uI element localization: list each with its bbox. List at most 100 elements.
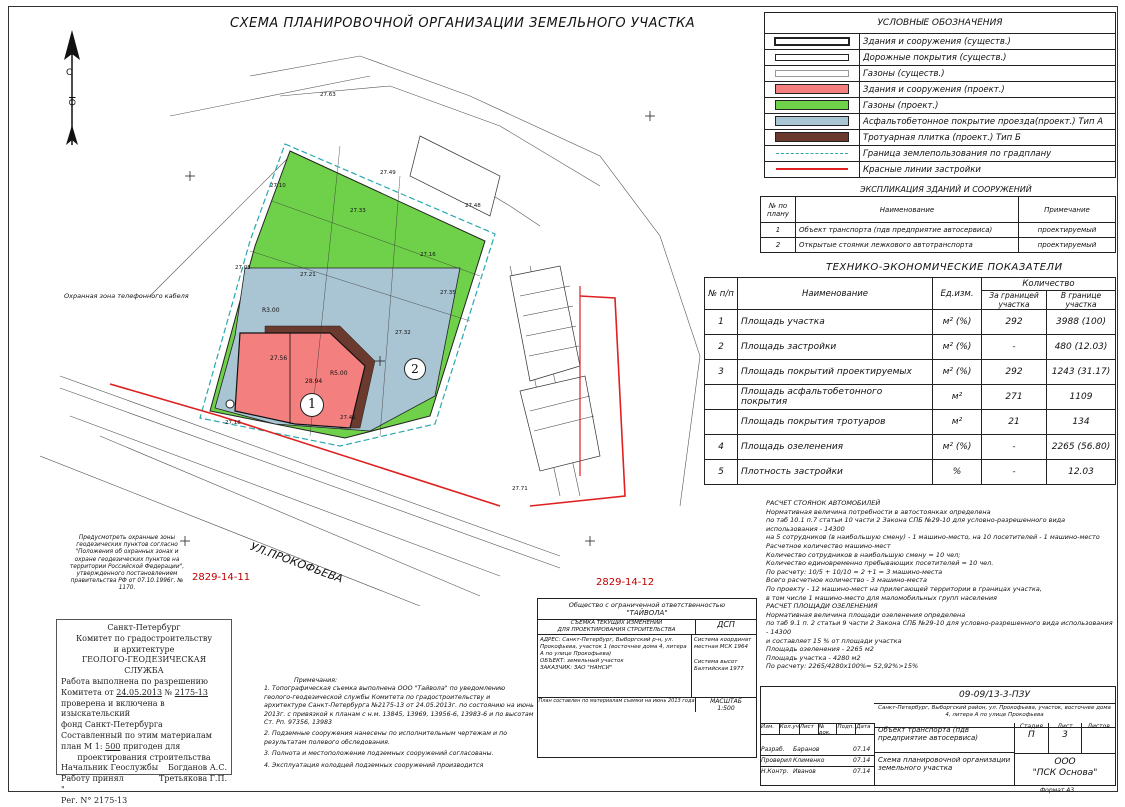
stamp-line: ГЕОЛОГО-ГЕОДЕЗИЧЕСКАЯ СЛУЖБА xyxy=(81,655,207,676)
tep-header-outside: За границей участка xyxy=(981,290,1047,310)
expl-header-name: Наименование xyxy=(795,196,1019,223)
expl-name: Открытые стоянки лежкового автотранспорт… xyxy=(795,237,1019,253)
site-plan xyxy=(40,55,701,606)
legend-row: Газоны (проект.) xyxy=(764,97,1116,114)
stamp-line: Составленный по этим материалам xyxy=(61,730,212,740)
legend-label: Граница землепользования по градплану xyxy=(859,145,1116,162)
elevation-mark: 27.49 xyxy=(380,170,396,176)
north-letter: С xyxy=(66,68,73,78)
tep-title: ТЕХНИКО-ЭКОНОМИЧЕСКИЕ ПОКАЗАТЕЛИ xyxy=(826,262,1063,273)
legend-row: Здания и сооружения (проект.) xyxy=(764,81,1116,98)
tep-header-num: № п/п xyxy=(704,277,738,310)
note-item: 1. Топографическая съемка выполнена ООО … xyxy=(264,685,534,727)
sheet-left-label: 2829-14-11 xyxy=(192,572,251,583)
calc-line: Расчетное количество машино-мест xyxy=(766,541,891,550)
stamp-line: проверена и включена в изыскательский xyxy=(61,698,165,719)
legend-row: Красные линии застройки xyxy=(764,161,1116,178)
calc-line: по таб 9.1 п. 2 статьи 9 части 2 Закона … xyxy=(766,619,1113,636)
expl-note: проектируемый xyxy=(1018,222,1116,238)
stamp-line: " xyxy=(61,784,65,794)
legend-label: Здания и сооружения (проект.) xyxy=(859,81,1116,98)
stamp-line: Санкт-Петербург xyxy=(107,623,181,632)
notes: Примечания: 1. Топографическая съемка вы… xyxy=(264,677,534,770)
company-form: ООО xyxy=(1054,757,1076,767)
project-code: 09-09/13-3-ПЗУ xyxy=(874,687,1115,704)
stamp-line: Комитет по градостроительству xyxy=(75,633,213,643)
stamp-line: фонд Санкт-Петербурга xyxy=(61,720,163,730)
sheet-format: Формат А3 xyxy=(1040,787,1075,794)
elevation-mark: 27.33 xyxy=(350,208,366,214)
note-item: 2. Подземные сооружения нанесены по испо… xyxy=(264,730,508,746)
calc-line: и составляет 15 % от площади участка xyxy=(766,636,902,645)
tep-header-qty: Количество xyxy=(981,277,1116,291)
expl-header-num: № по плану xyxy=(760,196,796,223)
tep-header-name: Наименование xyxy=(737,277,933,310)
expl-note: проектируемый xyxy=(1018,237,1116,253)
road-existing-swatch xyxy=(775,53,849,61)
elevation-mark: 27.21 xyxy=(300,272,316,278)
expl-header-note: Примечание xyxy=(1018,196,1116,223)
calc-line: По проекту - 12 машино-мест на прилегающ… xyxy=(766,584,1042,593)
elevation-mark: 27.35 xyxy=(440,290,456,296)
stamp-line: и архитектуре xyxy=(113,644,175,654)
paving-swatch xyxy=(775,132,849,143)
legend-row: Газоны (существ.) xyxy=(764,65,1116,82)
legend-row: Здания и сооружения (существ.) xyxy=(764,33,1116,50)
red-line-swatch xyxy=(776,168,848,170)
marker-1: 1 xyxy=(300,393,324,417)
elevation-mark: 27.48 xyxy=(465,203,481,209)
survey-object: ОБЪЕКТ: земельный участок xyxy=(540,658,624,664)
legend-label: Дорожные покрытия (существ.) xyxy=(859,49,1116,66)
calc-line: Площадь участка - 4280 м2 xyxy=(766,653,861,662)
calc-line: в том числе 1 машино-место для маломобил… xyxy=(766,593,997,602)
legend-title: УСЛОВНЫЕ ОБОЗНАЧЕНИЯ xyxy=(764,12,1116,34)
dim-2: 28.94 xyxy=(305,378,323,385)
explication-table: № по плану Наименование Примечание 1 Объ… xyxy=(760,196,1116,253)
legend-row: Асфальтобетонное покрытие проезда(проект… xyxy=(764,113,1116,130)
legend-label: Асфальтобетонное покрытие проезда(проект… xyxy=(859,113,1116,130)
calc-line: Площадь озеленения - 2265 м2 xyxy=(766,645,874,654)
survey-org: Общество с ограниченной ответственностью xyxy=(568,601,726,609)
scheme-title: СХЕМА ПЛАНИРОВОЧНОЙ ОРГАНИЗАЦИИ ЗЕМЕЛЬНО… xyxy=(230,16,696,31)
calc-line: Количество единовременно пребывающих пос… xyxy=(766,559,994,568)
survey-address: АДРЕС: Санкт-Петербург, Выборгский р-н, … xyxy=(540,637,687,657)
legend-label: Красные линии застройки xyxy=(859,161,1116,178)
building-project-swatch xyxy=(775,84,849,95)
parking-calc-title: РАСЧЕТ СТОЯНОК АВТОМОБИЛЕЙ xyxy=(766,499,881,507)
elevation-mark: 27.18 xyxy=(225,420,241,426)
cable-zone-label: Охранная зона телефонного кабеля xyxy=(64,292,189,300)
geodesy-stamp: Санкт-Петербург Комитет по градостроител… xyxy=(56,619,232,805)
table-row: 2 Открытые стоянки лежкового автотранспо… xyxy=(760,237,1116,253)
lawn-project-swatch xyxy=(775,100,849,111)
dim-3: R3.00 xyxy=(262,307,280,314)
legend-row: Тротуарная плитка (проект.) Тип Б xyxy=(764,129,1116,146)
north-arrow: С Ю xyxy=(60,30,84,145)
calc-line: По расчету: 10/5 + 10/10 = 2 +1 = 3 маши… xyxy=(766,567,943,576)
notes-title: Примечания: xyxy=(294,677,338,684)
calc-line: Всего расчетное количество - 3 машино-ме… xyxy=(766,576,927,585)
expl-num: 2 xyxy=(760,237,796,253)
drawing-sheet xyxy=(8,6,1118,792)
calc-line: на 5 сотрудников (в наибольшую смену) - … xyxy=(766,533,1100,542)
legend-label: Газоны (проект.) xyxy=(859,97,1116,114)
legend-label: Газоны (существ.) xyxy=(859,65,1116,82)
legend-row: Граница землепользования по градплану xyxy=(764,145,1116,162)
green-calc-title: РАСЧЕТ ПЛОЩАДИ ОЗЕЛЕНЕНИЯ xyxy=(766,602,878,611)
survey-stamp: Общество с ограниченной ответственностью… xyxy=(537,598,757,758)
tep-header-inside: В границе участка xyxy=(1046,290,1116,310)
company-name: "ПСК Основа" xyxy=(1032,768,1098,778)
survey-customer: ЗАКАЗЧИК: ЗАО "НАНСИ" xyxy=(540,665,613,671)
stamp-line: проектирования строительства xyxy=(77,752,211,762)
calc-line: Нормативная величина площади озеленения … xyxy=(766,610,966,619)
calc-line: по таб 10.1 п.7 статьи 10 части 2 Закона… xyxy=(766,516,1066,533)
note-item: 4. Эксплуатация колодцей подземных соору… xyxy=(264,761,484,769)
dim-4: R5.00 xyxy=(330,370,348,377)
building-existing-swatch xyxy=(774,36,850,46)
survey-updated: План составлен по материалам съемки на и… xyxy=(538,698,695,704)
